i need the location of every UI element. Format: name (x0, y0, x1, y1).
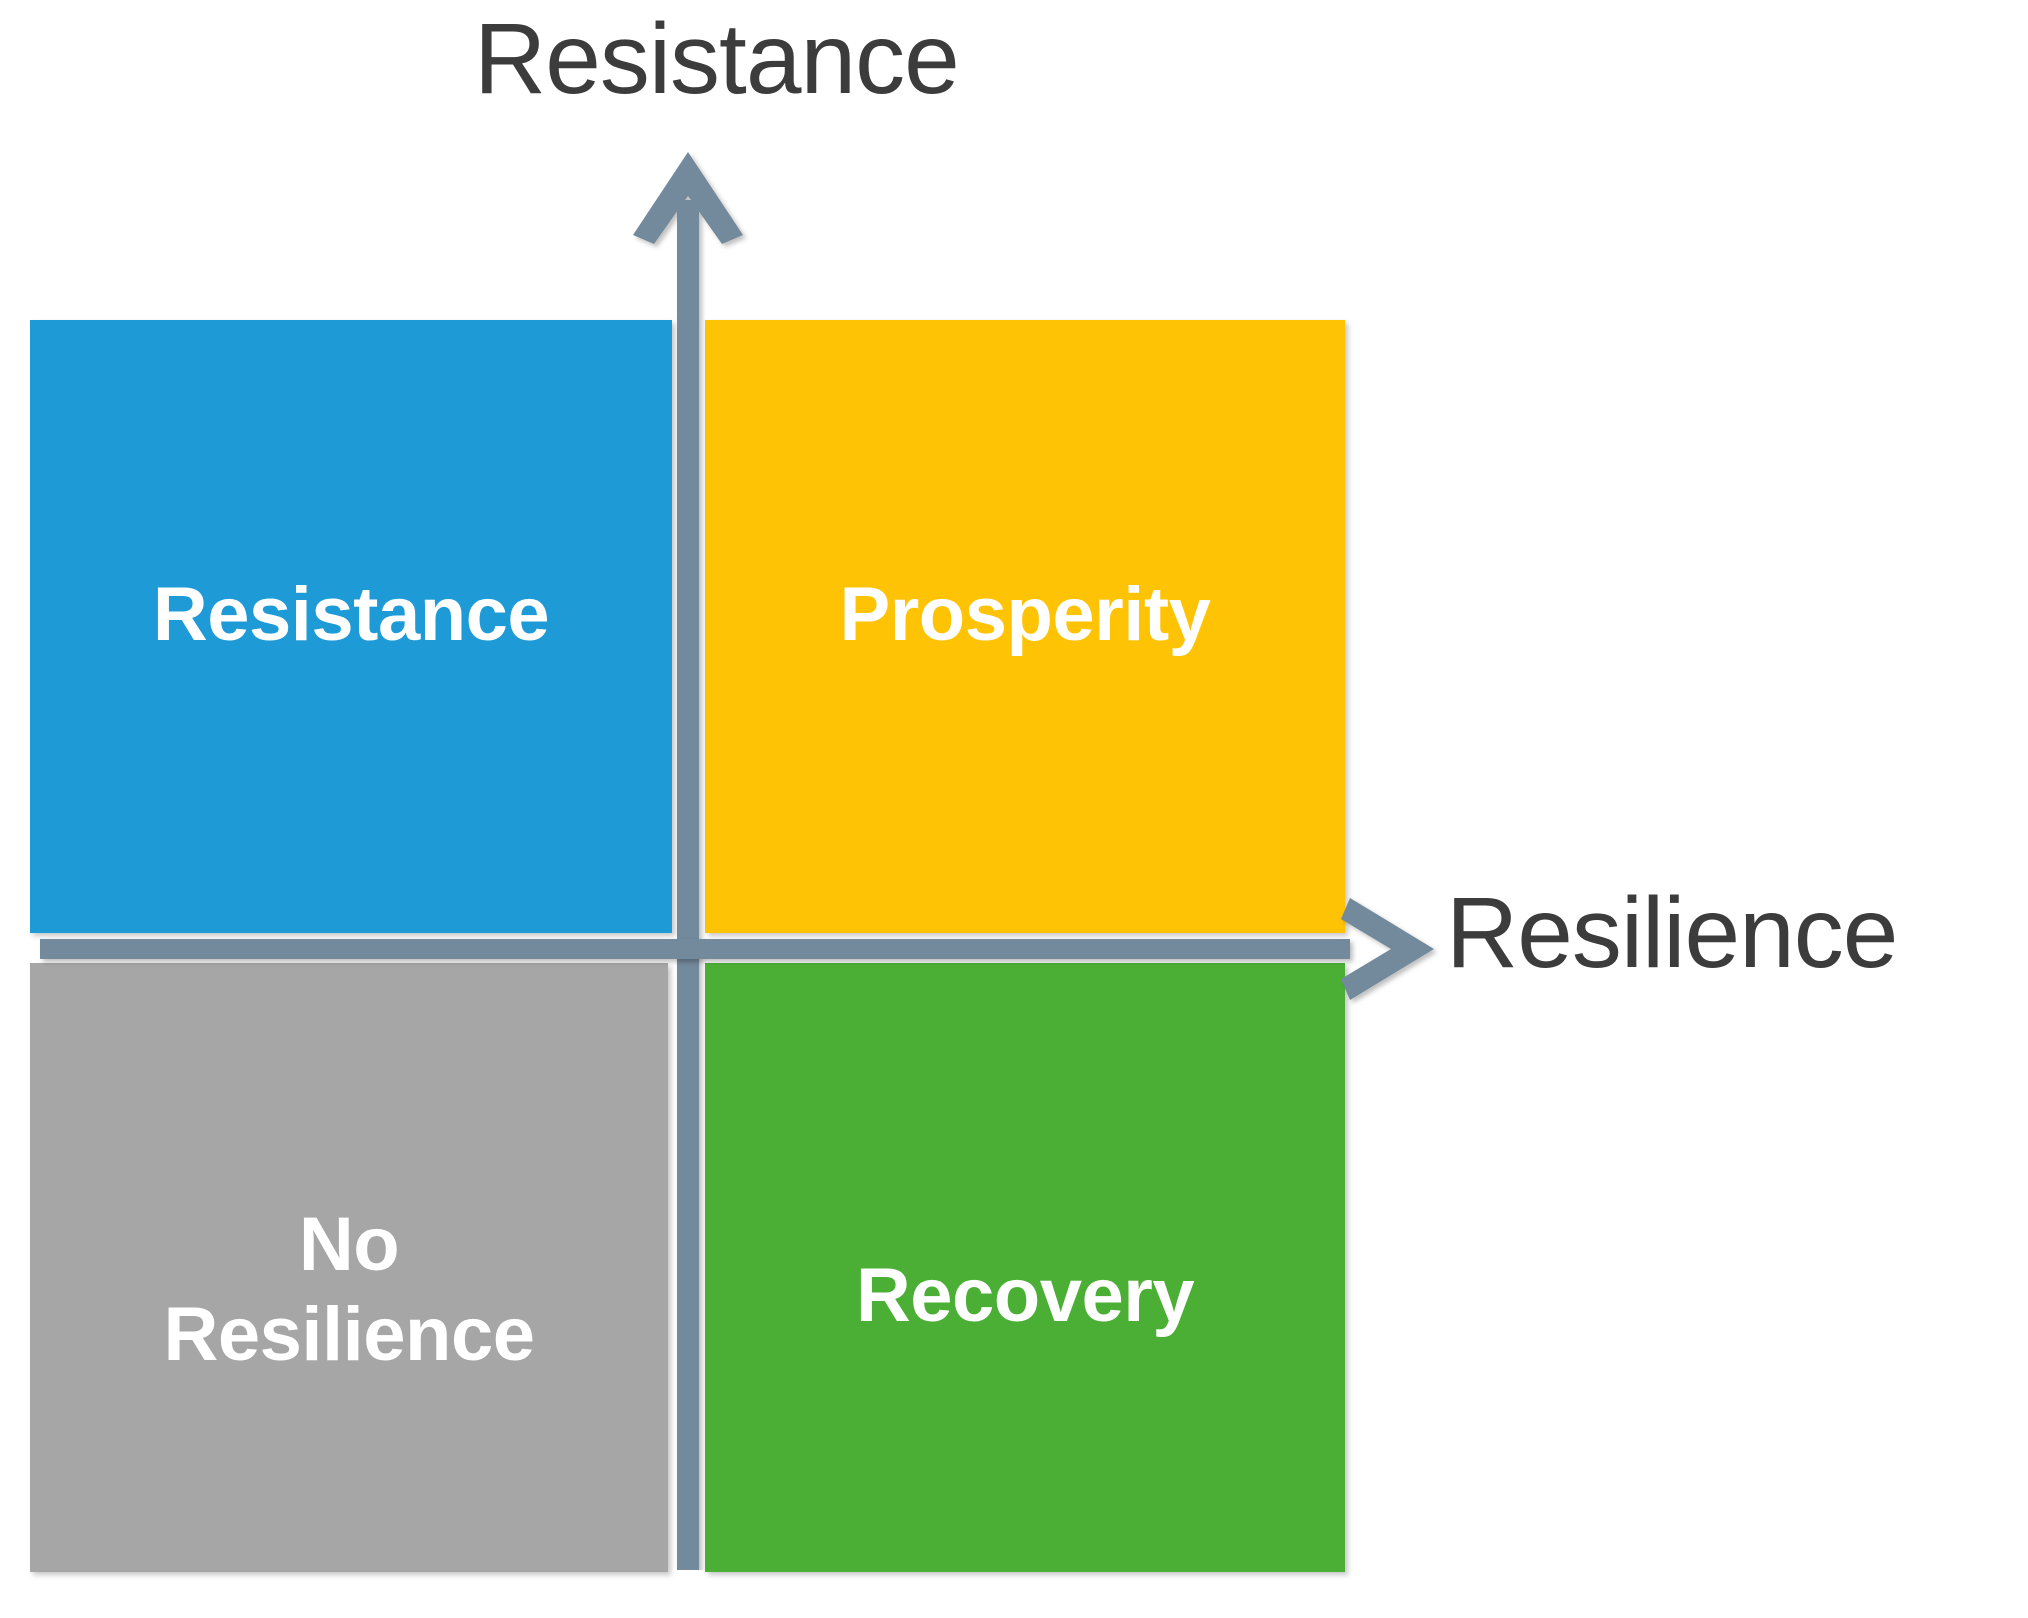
quadrant-prosperity[interactable]: Prosperity (705, 320, 1345, 933)
quadrant-prosperity-label: Prosperity (839, 571, 1211, 657)
quadrant-resistance[interactable]: Resistance (30, 320, 672, 933)
quadrant-no-resilience[interactable]: No Resilience (30, 963, 668, 1572)
axis-title-resilience: Resilience (1446, 877, 1898, 989)
quadrant-recovery-label: Recovery (855, 1252, 1195, 1338)
quadrant-resistance-label: Resistance (152, 571, 550, 657)
axis-title-resistance: Resistance (474, 3, 960, 115)
quadrant-recovery[interactable]: Recovery (705, 963, 1345, 1572)
quadrant-no-resilience-label: No Resilience (163, 1201, 536, 1377)
